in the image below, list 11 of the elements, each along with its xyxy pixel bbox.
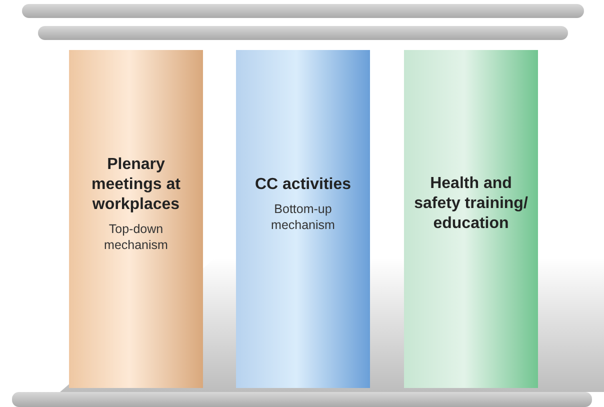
beam-bar	[12, 392, 592, 407]
pillar-subtitle: Bottom-up mechanism	[270, 201, 336, 233]
pillar-title: Plenary meetings at workplaces	[90, 155, 182, 215]
pillar	[404, 50, 538, 388]
pillar	[236, 50, 370, 388]
pillar	[69, 50, 203, 388]
beam-bar	[22, 4, 584, 18]
beam-bar	[38, 26, 568, 40]
pillar-title: Health and safety training/ education	[413, 174, 529, 234]
pillar-subtitle: Top-down mechanism	[103, 221, 169, 253]
pillar-title: CC activities	[254, 175, 352, 195]
